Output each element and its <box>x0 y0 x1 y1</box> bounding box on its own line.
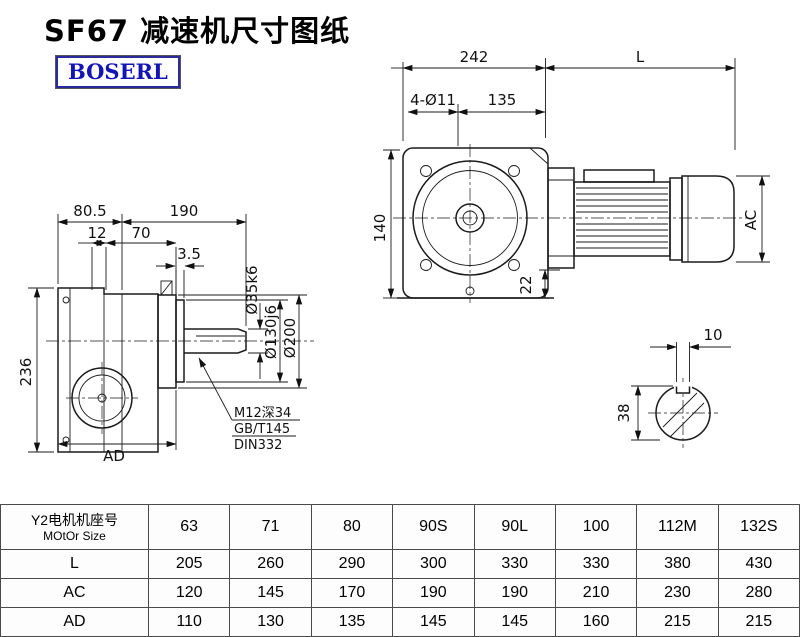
dia-flange: Ø200 <box>281 318 299 358</box>
callout-m12: M12深34 <box>234 406 291 421</box>
motor <box>547 167 735 269</box>
motor-size-cell: 80 <box>310 504 394 550</box>
keyway-slot <box>675 386 691 394</box>
gearbox-housing-side <box>57 280 247 453</box>
bolt-hole <box>508 259 520 271</box>
value-cell: 190 <box>473 578 556 608</box>
hatch-line <box>662 392 698 428</box>
hatch-line <box>669 402 705 438</box>
table-row-AC: AC 120 145 170 190 190 210 230 280 <box>0 578 800 608</box>
dim-242: 242 <box>460 48 489 66</box>
value-cell: 280 <box>717 578 800 608</box>
value-cell: 135 <box>310 607 394 637</box>
callout-din332: DIN332 <box>234 438 282 453</box>
value-cell: 300 <box>392 549 475 579</box>
callout-gbt145: GB/T145 <box>234 422 290 437</box>
gearbox-housing-front <box>397 147 554 299</box>
value-cell: 145 <box>229 578 312 608</box>
value-cell: 170 <box>310 578 394 608</box>
dia-spigot: Ø130j6 <box>262 305 280 359</box>
bolt-hole <box>420 165 432 177</box>
dim-22: 22 <box>517 275 535 294</box>
dim-12: 12 <box>87 224 106 242</box>
motor-size-row: Y2电机机座号 MOtOr Size 63 71 80 90S 90L 100 … <box>0 504 800 550</box>
table-row-AD: AD 110 130 135 145 145 160 215 215 <box>0 607 800 637</box>
value-cell: 160 <box>554 607 638 637</box>
motor-size-cell: 71 <box>229 504 312 550</box>
dim-70: 70 <box>131 224 150 242</box>
value-cell: 215 <box>636 607 719 637</box>
motor-fins <box>576 187 668 249</box>
dim-236: 236 <box>17 358 35 387</box>
dim-3-5: 3.5 <box>177 245 201 263</box>
value-cell: 260 <box>229 549 312 579</box>
dim-80-5: 80.5 <box>73 202 106 220</box>
dimension-table: Y2电机机座号 MOtOr Size 63 71 80 90S 90L 100 … <box>0 504 800 637</box>
holes-note: 4-Ø11 <box>410 91 456 109</box>
motor-size-cell: 112M <box>636 504 719 550</box>
value-cell: 145 <box>473 607 556 637</box>
value-cell: 190 <box>392 578 475 608</box>
dim-135: 135 <box>488 91 517 109</box>
motor-size-header: Y2电机机座号 MOtOr Size <box>0 504 149 550</box>
dim-10: 10 <box>703 326 722 344</box>
dim-AC: AC <box>742 210 760 230</box>
value-cell: 215 <box>717 607 800 637</box>
value-cell: 430 <box>717 549 800 579</box>
front-view-dimensions: 242 L 4-Ø11 135 140 22 AC <box>371 48 770 299</box>
technical-drawing: 242 L 4-Ø11 135 140 22 AC <box>17 48 770 465</box>
tapped-hole-callout: M12深34 GB/T145 DIN332 <box>198 357 300 453</box>
value-cell: 110 <box>147 607 231 637</box>
dim-L: L <box>636 48 645 66</box>
value-cell: 145 <box>392 607 475 637</box>
dim-190: 190 <box>170 202 199 220</box>
bolt-hole <box>420 259 432 271</box>
value-cell: 330 <box>554 549 638 579</box>
motor-size-cell: 100 <box>554 504 638 550</box>
value-cell: 130 <box>229 607 312 637</box>
row-label-AC: AC <box>0 578 149 608</box>
motor-size-label-cn: Y2电机机座号 <box>30 511 119 528</box>
dia-shaft: Ø35k6 <box>243 265 261 314</box>
bolt-hole <box>508 165 520 177</box>
motor-size-label-en: MOtOr Size <box>43 528 106 543</box>
value-cell: 380 <box>636 549 719 579</box>
value-cell: 120 <box>147 578 231 608</box>
dim-AD: AD <box>103 447 125 465</box>
value-cell: 290 <box>310 549 394 579</box>
dim-140: 140 <box>371 214 389 243</box>
motor-size-cell: 63 <box>147 504 231 550</box>
dim-38: 38 <box>615 403 633 422</box>
table-row-L: L 205 260 290 300 330 330 380 430 <box>0 549 800 579</box>
side-view: 80.5 190 12 70 3.5 236 <box>17 202 314 465</box>
bolt-hole <box>465 286 475 296</box>
motor-size-cell: 90L <box>473 504 556 550</box>
value-cell: 330 <box>473 549 556 579</box>
motor-size-cell: 132S <box>717 504 800 550</box>
shaft-detail-dimensions: 10 38 <box>615 326 731 441</box>
boserl-logo: BOSERL <box>56 56 180 88</box>
fan-cowl <box>681 175 735 263</box>
page-title: SF67 减速机尺寸图纸 <box>44 14 351 48</box>
shaft-section-detail: 10 38 <box>615 326 731 448</box>
row-label-L: L <box>0 549 149 579</box>
front-view: 242 L 4-Ø11 135 140 22 AC <box>371 48 770 303</box>
motor-size-cell: 90S <box>392 504 475 550</box>
value-cell: 230 <box>636 578 719 608</box>
row-label-AD: AD <box>0 607 149 637</box>
value-cell: 210 <box>554 578 638 608</box>
side-view-dimensions: 80.5 190 12 70 3.5 236 <box>17 202 307 465</box>
value-cell: 205 <box>147 549 231 579</box>
